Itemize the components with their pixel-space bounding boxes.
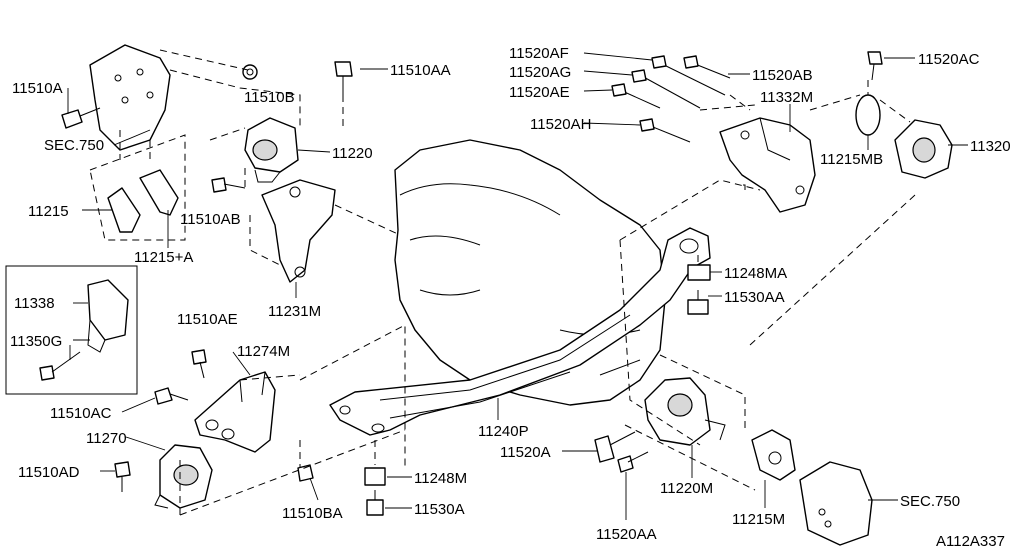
callout-11520AC: 11520AC <box>918 51 980 68</box>
nut-11510BA <box>297 464 314 482</box>
bracket-11231M <box>261 179 336 283</box>
callout-11215M: 11215M <box>732 511 785 528</box>
callout-11510AA: 11510AA <box>390 62 451 79</box>
callout-11520AB: 11520AB <box>752 67 813 84</box>
callout-11248M: 11248M <box>414 470 467 487</box>
callout-11520AA: 11520AA <box>596 526 657 543</box>
callout-11510AD: 11510AD <box>18 464 80 481</box>
bracket-11332M <box>719 117 816 213</box>
bolt-11510AA <box>334 61 353 95</box>
callout-11520AF: 11520AF <box>509 45 569 62</box>
callout-11520AE: 11520AE <box>509 84 570 101</box>
bolt-11530AA <box>687 290 709 315</box>
callout-11510AC: 11510AC <box>50 405 112 422</box>
bolt-11510AE <box>191 349 207 379</box>
callout-11332M: 11332M <box>760 89 813 106</box>
callout-11215: 11215 <box>28 203 69 220</box>
callout-11350G: 11350G <box>10 333 62 350</box>
inset-box <box>5 265 138 395</box>
bolt-11530A <box>366 490 384 516</box>
callout-11510AE: 11510AE <box>177 311 238 328</box>
bracket-11274M <box>194 371 276 453</box>
callout-11320: 11320 <box>970 138 1011 155</box>
diagram-id: A112A337 <box>936 533 1005 550</box>
callout-11520AH: 11520AH <box>530 116 591 133</box>
callout-11510B: 11510B <box>244 89 295 106</box>
callout-sec750-bottom: SEC.750 <box>900 493 960 510</box>
nut-11510B <box>242 64 258 80</box>
callout-11338: 11338 <box>14 295 55 312</box>
nut-11248M <box>364 467 386 486</box>
callout-11215MB: 11215MB <box>820 151 883 168</box>
bolt-11350G <box>39 351 81 381</box>
guide-lines <box>89 49 916 516</box>
callout-labels: 11510A SEC.750 11510B 11510AA 11220 1121… <box>10 45 1011 550</box>
callout-11530A: 11530A <box>414 501 465 518</box>
stopper-11215M <box>751 429 796 481</box>
nut-11248MA <box>687 264 711 281</box>
bolts-top-right <box>611 51 883 143</box>
callout-sec750-top: SEC.750 <box>44 137 104 154</box>
callout-11530AA: 11530AA <box>724 289 785 306</box>
callout-11510BA: 11510BA <box>282 505 343 522</box>
bolt-11510AC <box>154 387 189 405</box>
stopper-11215A <box>139 169 179 216</box>
mount-insulator-11270 <box>154 444 213 509</box>
callout-11520A: 11520A <box>500 444 551 461</box>
bolt-11520A <box>594 431 636 463</box>
engine-mount-member <box>329 227 711 436</box>
bolt-11520AA <box>617 451 649 473</box>
bracket-11338 <box>87 279 129 353</box>
callout-11220M: 11220M <box>660 480 713 497</box>
callout-11510AB: 11510AB <box>180 211 241 228</box>
callout-11248MA: 11248MA <box>724 265 787 282</box>
sec750-bracket-bottom <box>799 461 873 546</box>
washer-11215MB <box>855 94 881 136</box>
callout-11220: 11220 <box>332 145 373 162</box>
callout-11274M: 11274M <box>237 343 290 360</box>
callout-11231M: 11231M <box>268 303 321 320</box>
sec750-bracket-top <box>89 44 171 160</box>
stopper-11215 <box>107 187 141 233</box>
callout-11270: 11270 <box>86 430 127 447</box>
callout-11215A: 11215+A <box>134 249 193 266</box>
bolt-11510AB <box>211 177 246 193</box>
callout-11520AG: 11520AG <box>509 64 571 81</box>
mount-insulator-11220 <box>244 117 299 183</box>
bolt-11510AD <box>114 461 131 492</box>
bolt-11510A <box>61 107 101 129</box>
leader-lines <box>67 52 968 520</box>
mount-insulator-11220M <box>644 377 726 446</box>
mount-insulator-11320 <box>894 119 953 179</box>
callout-11510A: 11510A <box>12 80 63 97</box>
callout-11240P: 11240P <box>478 423 529 440</box>
